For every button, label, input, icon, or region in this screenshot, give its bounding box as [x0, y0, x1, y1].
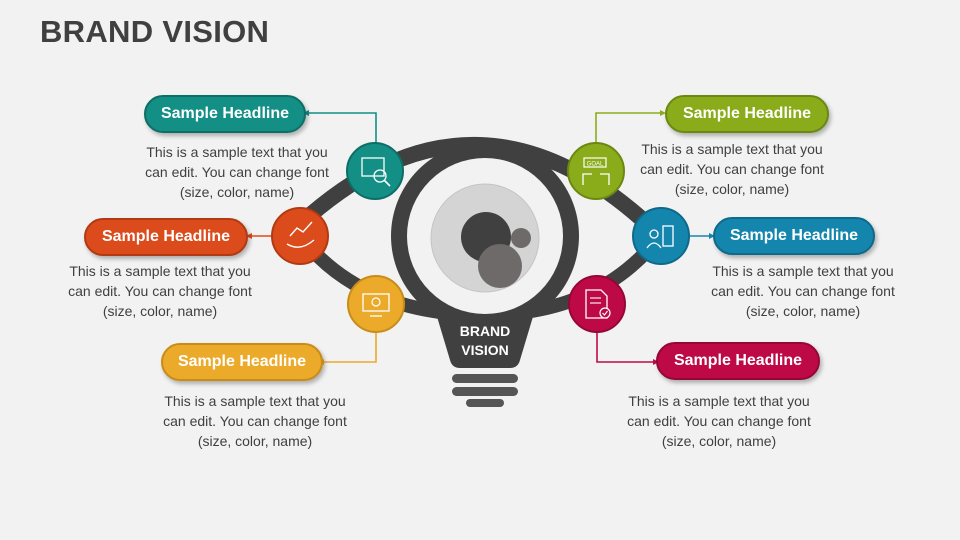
headline-pill-5[interactable]: Sample Headline: [713, 217, 875, 255]
headline-pill-6[interactable]: Sample Headline: [656, 342, 820, 380]
headline-pill-2[interactable]: Sample Headline: [84, 218, 248, 256]
document-check-icon: [568, 275, 626, 333]
description-6: This is a sample text that you can edit.…: [627, 393, 811, 449]
description-2: This is a sample text that you can edit.…: [68, 263, 252, 319]
goal-icon: GOAL: [567, 142, 625, 200]
svg-text:GOAL: GOAL: [587, 162, 604, 168]
headline-pill-1[interactable]: Sample Headline: [144, 95, 306, 133]
strategy-presenter-icon: [632, 207, 690, 265]
center-label: BRAND VISION: [459, 323, 511, 358]
image-search-icon: [346, 142, 404, 200]
description-5: This is a sample text that you can edit.…: [711, 263, 895, 319]
description-1: This is a sample text that you can edit.…: [145, 144, 329, 200]
monitor-money-icon: [347, 275, 405, 333]
page-title: BRAND VISION: [40, 14, 270, 49]
headline-pill-4[interactable]: Sample Headline: [665, 95, 829, 133]
growth-hand-icon: [271, 207, 329, 265]
description-3: This is a sample text that you can edit.…: [163, 393, 347, 449]
description-4: This is a sample text that you can edit.…: [640, 141, 824, 197]
lightbulb-icon: [391, 142, 579, 407]
headline-pill-3[interactable]: Sample Headline: [161, 343, 323, 381]
